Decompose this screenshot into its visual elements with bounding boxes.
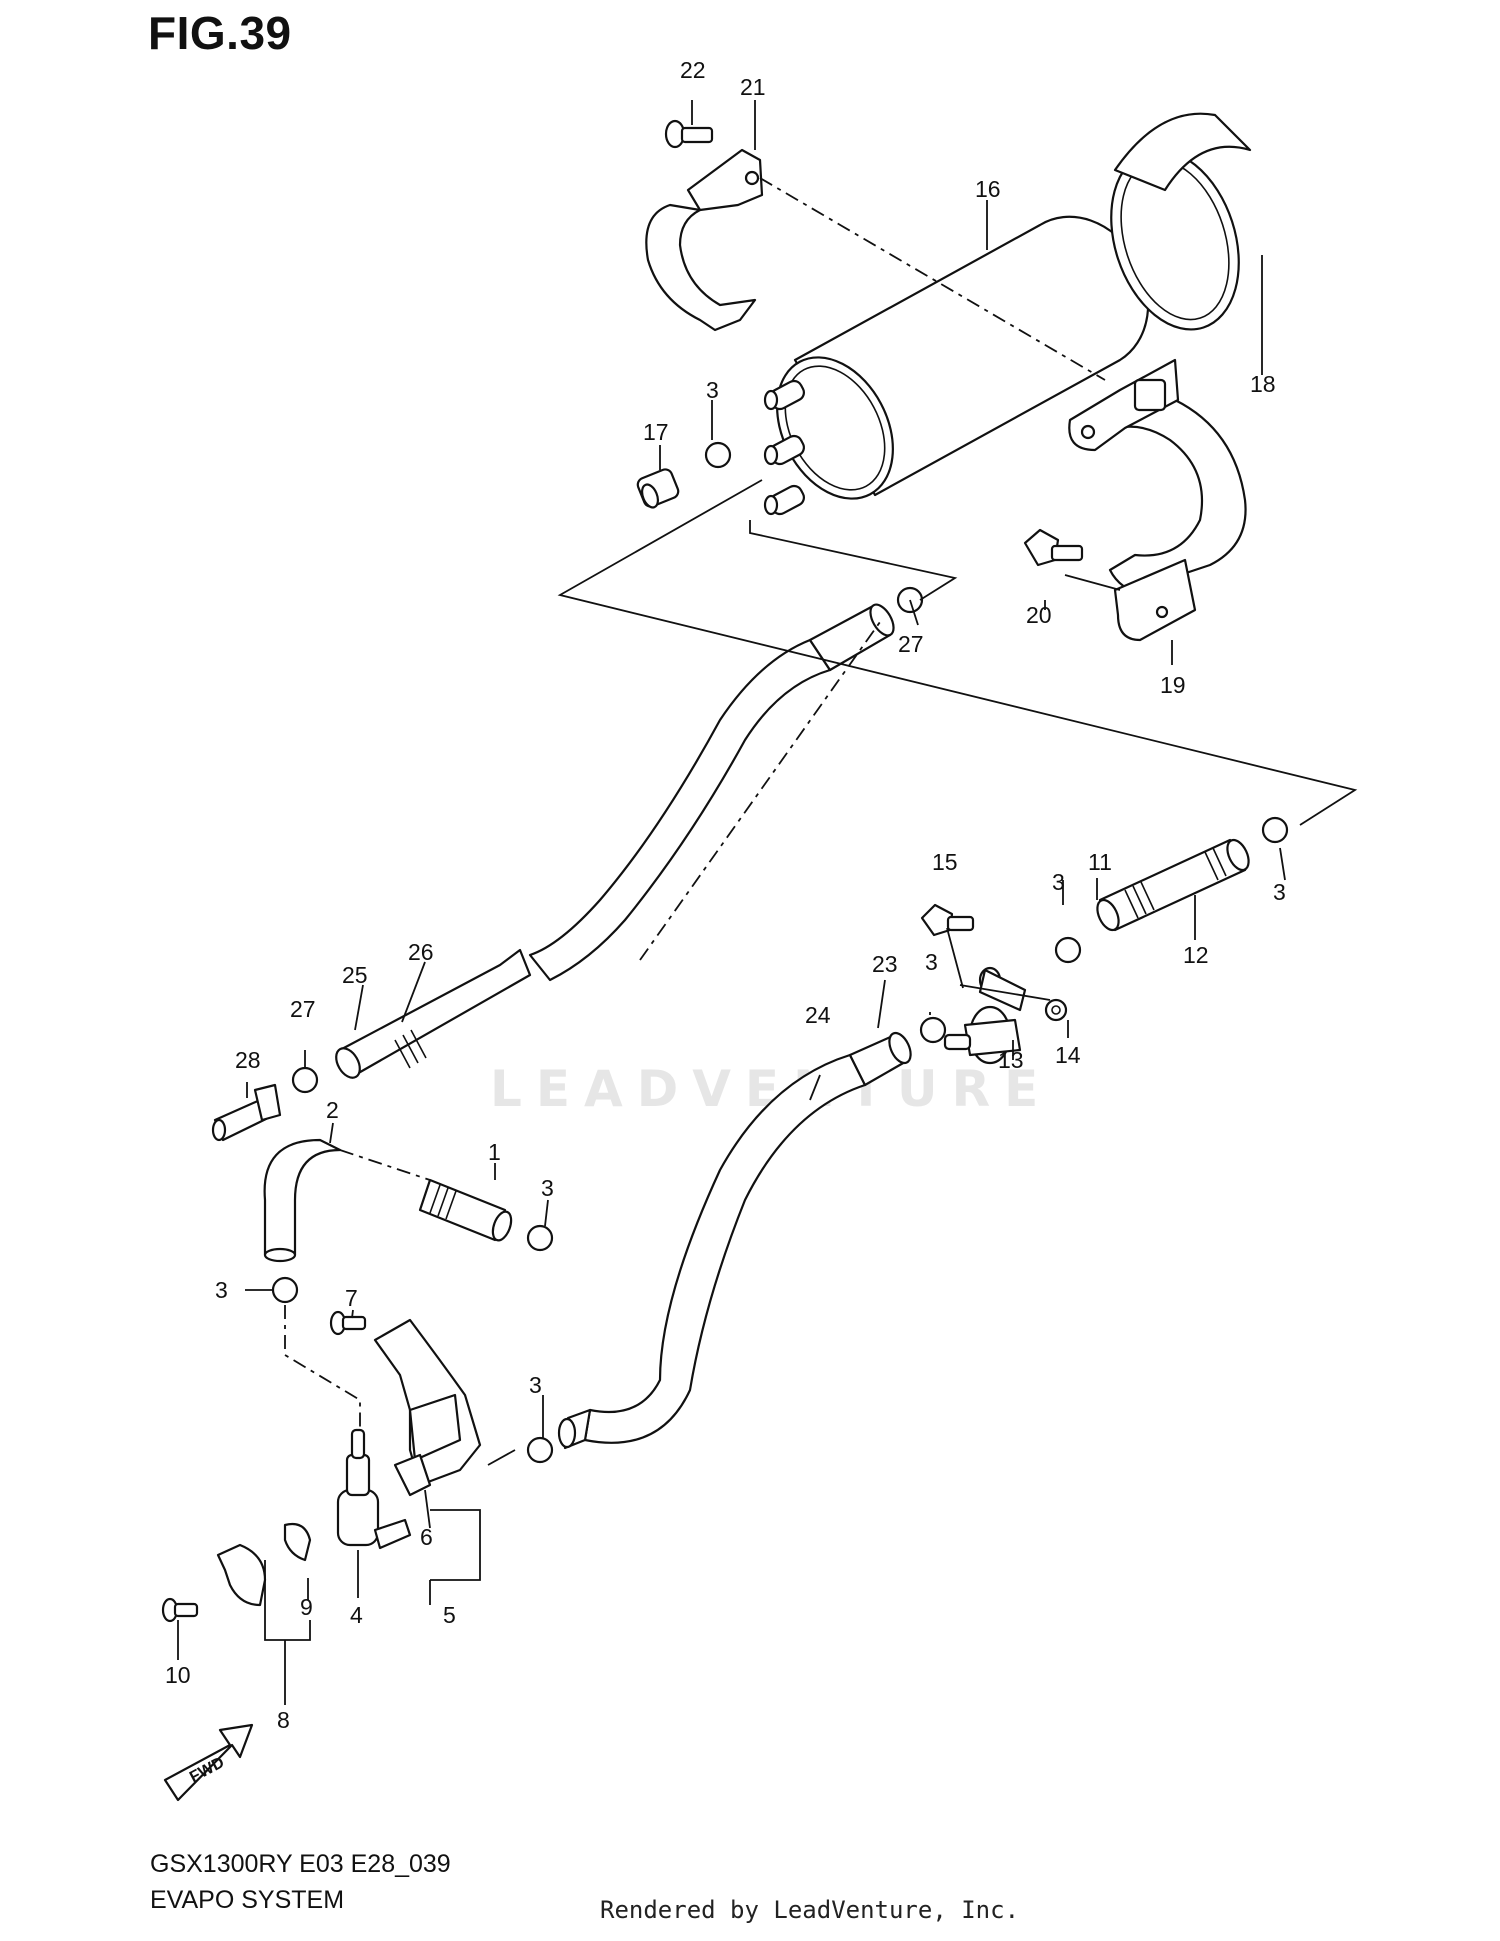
bolt-10 [161,1597,199,1623]
model-code: GSX1300RY E03 E28_039 [150,1850,451,1878]
pipe-1 [418,1178,513,1242]
callout-3-a: 3 [706,377,719,403]
callout-1: 1 [488,1139,501,1165]
callout-8: 8 [277,1707,290,1733]
bracket-21 [645,148,764,332]
callout-2: 2 [326,1097,339,1123]
callout-5: 5 [443,1602,456,1628]
rendered-by-credit: Rendered by LeadVenture, Inc. [600,1896,1020,1924]
hose-26 [335,603,895,1079]
callout-16: 16 [975,176,1001,202]
leader-lines [177,100,1358,1705]
callout-7: 7 [345,1285,358,1311]
callouts: 22 21 16 18 3 17 20 27 19 15 11 3 3 12 2… [165,57,1286,1733]
callout-11: 11 [1088,849,1112,875]
callout-28: 28 [235,1047,261,1073]
bracket-5 [373,1318,482,1497]
hose-24 [557,1031,912,1450]
callout-3-g: 3 [529,1372,542,1398]
callout-14: 14 [1055,1042,1081,1068]
callout-15: 15 [932,849,958,875]
cap-17 [636,468,680,509]
section-name: EVAPO SYSTEM [150,1886,345,1914]
clamp-8 [216,1522,312,1607]
figure-title: FIG.39 [148,7,292,59]
callout-21: 21 [740,74,766,100]
callout-9: 9 [300,1594,313,1620]
canister-16 [763,215,1150,516]
callout-18: 18 [1250,371,1276,397]
bolt-20 [1023,528,1084,567]
callout-22: 22 [680,57,706,83]
fwd-arrow-icon: FWD [163,1723,254,1802]
callout-4: 4 [350,1602,363,1628]
callout-19: 19 [1160,672,1186,698]
callout-23: 23 [872,951,898,977]
hose-2 [263,1138,342,1263]
callout-6: 6 [420,1524,433,1550]
callout-3-f: 3 [215,1277,228,1303]
callout-27-b: 27 [290,996,316,1022]
callout-3-b: 3 [1052,869,1065,895]
callout-26: 26 [408,939,434,965]
callout-10: 10 [165,1662,191,1688]
band-18 [1110,112,1252,331]
valve-13 [943,966,1027,1065]
bracket-19 [1068,358,1247,642]
callout-3-e: 3 [541,1175,554,1201]
callout-13: 13 [998,1047,1024,1073]
callout-25: 25 [342,962,368,988]
callout-3-d: 3 [925,949,938,975]
hose-12 [1096,838,1250,932]
callout-17: 17 [643,419,669,445]
callout-20: 20 [1026,602,1052,628]
valve-4 [336,1428,412,1550]
callout-27-a: 27 [898,631,924,657]
bolt-15 [920,903,975,937]
callout-24: 24 [805,1002,831,1028]
clip-icons [271,441,1289,1464]
screw-7 [329,1310,367,1336]
washer-14 [1044,998,1068,1022]
bolt-22 [664,119,714,149]
fitting-28 [211,1083,282,1142]
callout-12: 12 [1183,942,1209,968]
callout-3-c: 3 [1273,879,1286,905]
